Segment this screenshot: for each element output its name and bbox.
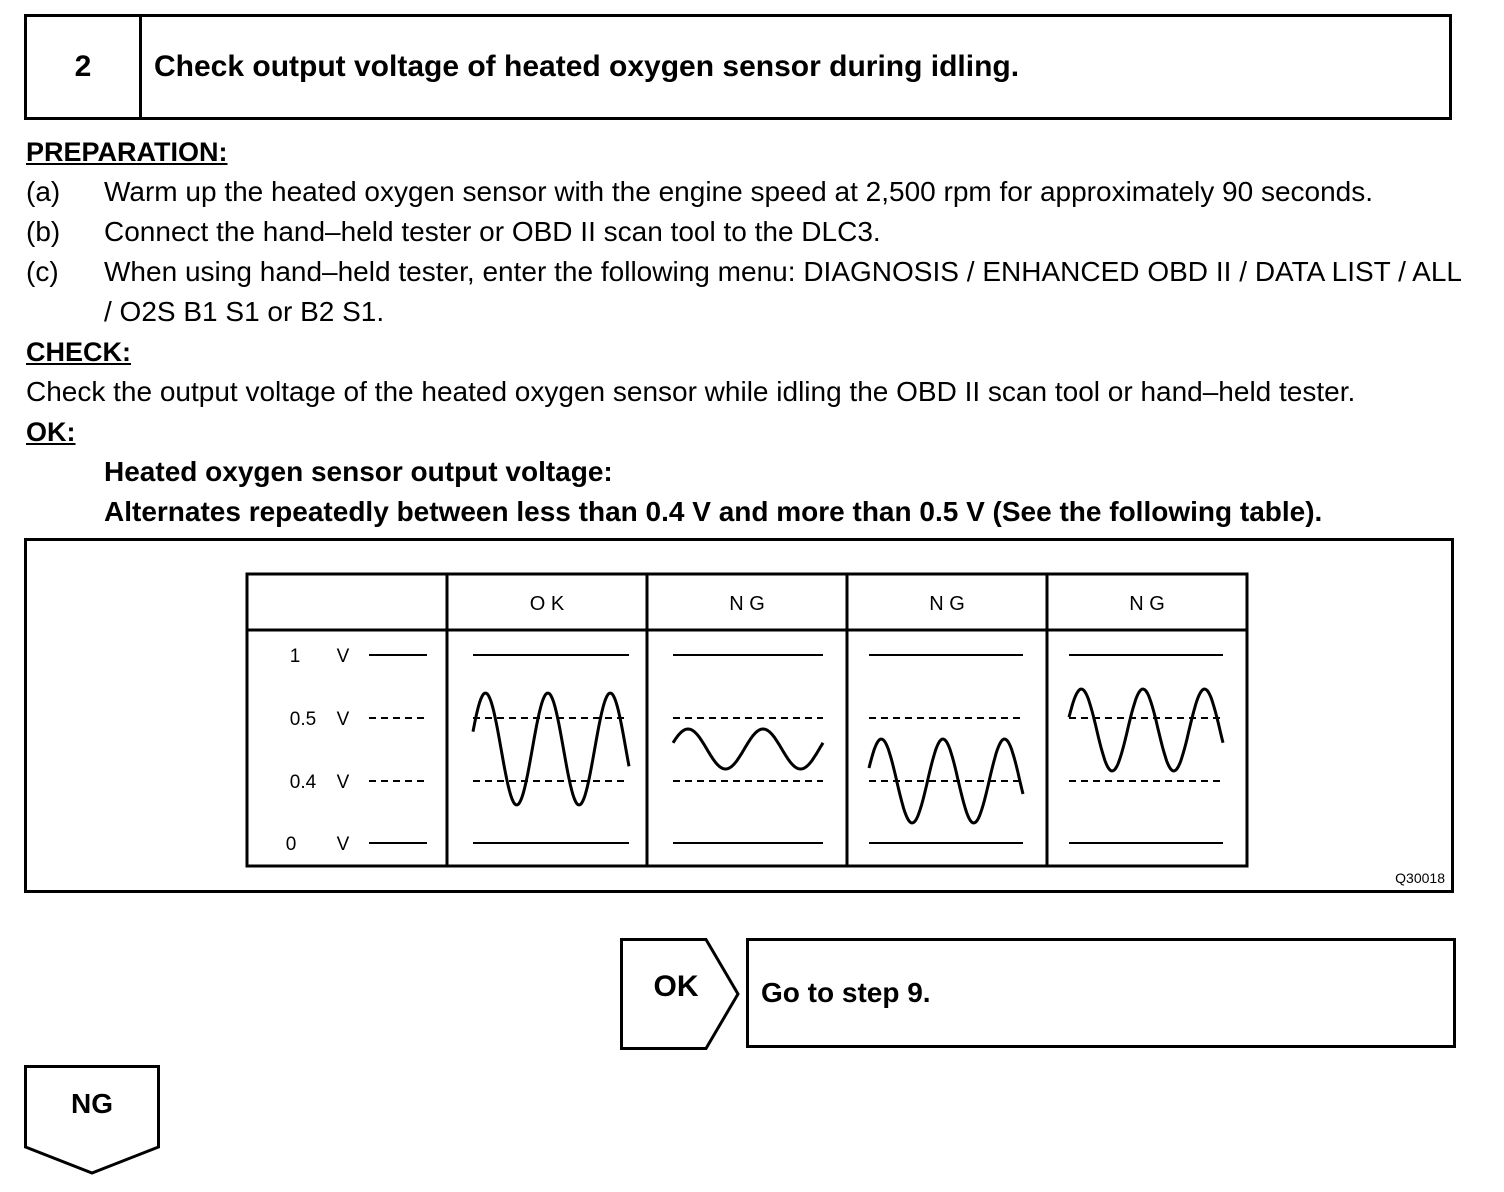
waveform-ok <box>471 691 631 807</box>
preparation-heading: PREPARATION: <box>26 137 228 167</box>
voltage-unit: V <box>337 834 350 855</box>
step-header-box: 2 Check output voltage of heated oxygen … <box>24 14 1452 120</box>
waveform-ng-3 <box>1067 687 1225 773</box>
instructions-block: PREPARATION: (a) Warm up the heated oxyg… <box>26 132 1462 532</box>
check-text: Check the output voltage of the heated o… <box>26 376 1356 407</box>
waveform-ng-1 <box>671 727 825 771</box>
voltage-value-1: 1 <box>290 646 301 667</box>
column-header-ng-1: N G <box>729 593 765 615</box>
preparation-item-c: (c) When using hand–held tester, enter t… <box>26 252 1462 332</box>
figure-code: Q30018 <box>1395 870 1445 886</box>
waveform-group <box>471 654 1225 844</box>
ok-arrow-shape <box>620 938 740 1050</box>
preparation-item-b: (b) Connect the hand–held tester or OBD … <box>26 212 1462 252</box>
voltage-unit: V <box>337 646 350 667</box>
ng-arrow-shape <box>24 1065 160 1175</box>
item-label: (b) <box>26 216 61 247</box>
voltage-unit: V <box>337 709 350 730</box>
ok-result-label: OK <box>653 970 699 1003</box>
item-text: When using hand–held tester, enter the f… <box>104 256 1462 327</box>
waveform-table-svg: O K N G N G N G 1 V 0.5 V 0.4 V 0 V <box>245 572 1249 868</box>
ok-heading: OK: <box>26 417 76 447</box>
item-text: Warm up the heated oxygen sensor with th… <box>104 176 1374 207</box>
item-text: Connect the hand–held tester or OBD II s… <box>104 216 881 247</box>
item-label: (a) <box>26 176 61 207</box>
waveform-ng-2 <box>867 737 1025 825</box>
voltage-unit: V <box>337 772 350 793</box>
column-header-ng-3: N G <box>1129 593 1165 615</box>
ok-result-text: Go to step 9. <box>761 977 931 1008</box>
item-label: (c) <box>26 256 59 287</box>
column-header-ng-2: N G <box>929 593 965 615</box>
ok-result-box: Go to step 9. <box>746 938 1456 1048</box>
voltage-value-0: 0 <box>286 834 297 855</box>
voltage-value-0-5: 0.5 <box>290 709 316 730</box>
spec-line-1: Heated oxygen sensor output voltage: <box>104 456 613 487</box>
table-frame <box>245 572 1249 868</box>
check-heading: CHECK: <box>26 337 131 367</box>
waveform-figure: O K N G N G N G 1 V 0.5 V 0.4 V 0 V Q300… <box>24 538 1454 893</box>
voltage-value-0-4: 0.4 <box>290 772 317 793</box>
preparation-item-a: (a) Warm up the heated oxygen sensor wit… <box>26 172 1462 212</box>
step-title: Check output voltage of heated oxygen se… <box>154 50 1020 83</box>
ng-result-label: NG <box>71 1088 113 1119</box>
column-header-ok: O K <box>530 593 565 615</box>
step-number: 2 <box>27 17 142 117</box>
spec-line-2: Alternates repeatedly between less than … <box>104 496 1323 527</box>
